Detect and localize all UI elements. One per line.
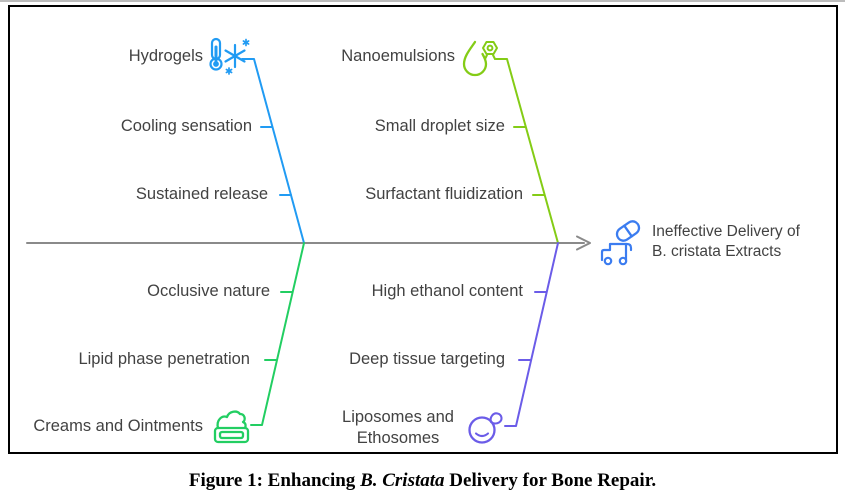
cause-label-occlusive-nature: Occlusive nature [147,282,270,300]
hydrogels-branch-line [241,58,305,244]
figure-frame [8,5,838,454]
branch-label-creams-and-ointments: Creams and Ointments [33,417,203,435]
caption-prefix: Figure 1: Enhancing [188,470,361,491]
branch-label-hydrogels: Hydrogels [128,47,203,65]
cause-label-lipid-phase-penetration: Lipid phase penetration [78,350,250,368]
branch-label-liposomes-ethosomes: Liposomes and Ethosomes [342,408,454,447]
figure-caption: Figure 1: Enhancing B. Cristata Delivery… [0,470,845,492]
cream-jar-icon [213,410,250,444]
caption-suffix: Delivery for Bone Repair. [444,470,657,491]
page-top-edge [0,0,845,2]
cause-label-high-ethanol-content: High ethanol content [371,282,523,300]
creams-branch-line [250,242,305,426]
thermometer-snowflake-icon [209,37,250,75]
truck-capsule-icon [600,220,641,266]
cause-label-cooling-sensation: Cooling sensation [120,117,252,135]
effect-label: Ineffective Delivery of B. cristata Extr… [652,223,800,260]
spine-arrowhead-icon [576,235,591,251]
caption-species-italic: B. Cristata [360,470,445,491]
cause-label-sustained-release: Sustained release [135,185,268,203]
liposome-vesicle-icon [468,412,503,444]
cause-label-deep-tissue-targeting: Deep tissue targeting [349,350,505,368]
droplet-gear-icon [462,40,498,77]
liposomes-branch-line [504,242,559,427]
cause-label-small-droplet-size: Small droplet size [374,117,505,135]
branch-label-nanoemulsions: Nanoemulsions [341,47,455,65]
nanoemulsions-branch-line [495,58,559,244]
cause-label-surfactant-fluidization: Surfactant fluidization [365,185,523,203]
